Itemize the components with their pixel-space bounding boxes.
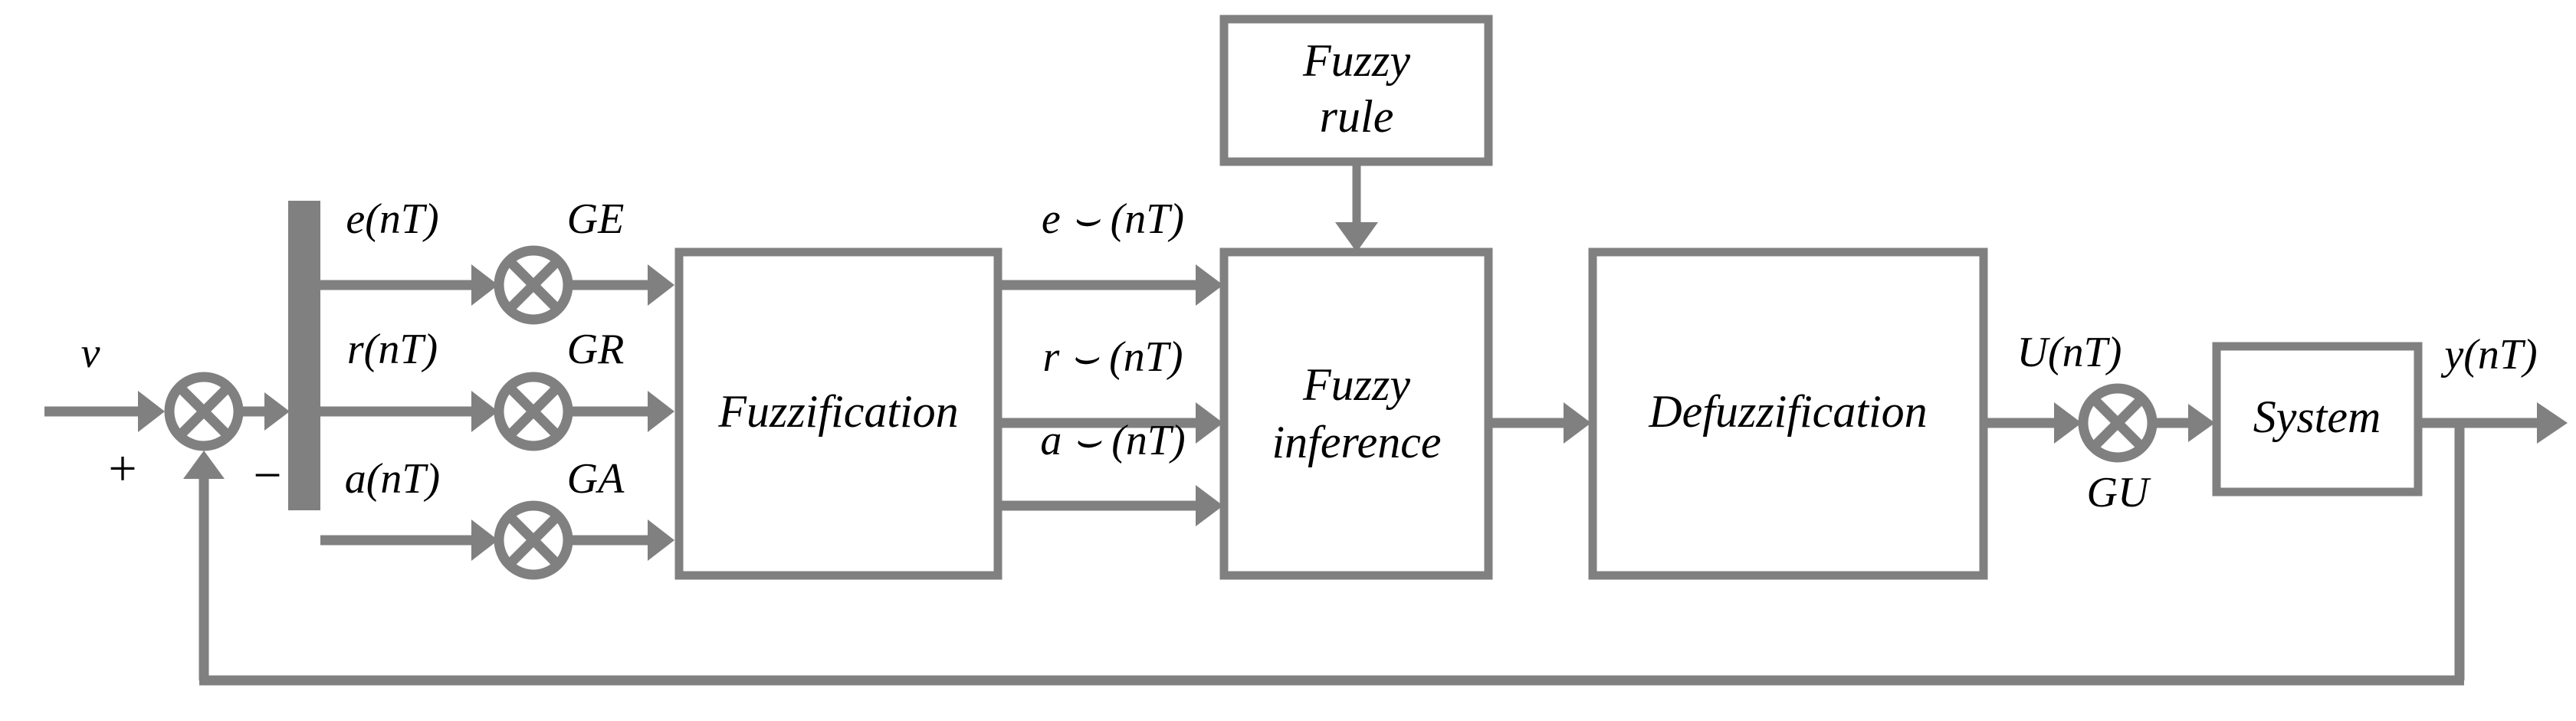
block-fuzzification[interactable] <box>674 247 1003 580</box>
signal-fuzzy-a-label: a ⌣ (nT) <box>1040 417 1185 464</box>
signal-split-bus-bar <box>288 201 320 510</box>
feedback-path-wire <box>199 423 2465 686</box>
row-e-wire-to-ge <box>320 264 498 306</box>
fuzzy-r-wire <box>1002 402 1223 444</box>
system-output-wire <box>2418 402 2568 444</box>
signal-output-y-label: y(nT) <box>2440 331 2537 379</box>
input-signal-v-wire <box>44 391 165 432</box>
gain-ge-multiplier <box>494 245 573 325</box>
feedback-into-sum-arrow <box>183 451 225 680</box>
gu-to-system-wire <box>2154 404 2215 442</box>
signal-fuzzy-e-label: e ⌣ (nT) <box>1042 195 1184 243</box>
signal-a-label: a(nT) <box>345 455 440 503</box>
gr-to-fuzzification-wire <box>569 391 674 432</box>
ge-to-fuzzification-wire <box>569 264 674 306</box>
rule-to-inference-wire <box>1335 162 1378 252</box>
row-r-wire-to-gr <box>320 391 498 432</box>
gain-gr-label: GR <box>567 326 625 373</box>
gain-ga-label: GA <box>567 455 625 503</box>
block-system-label: System <box>2253 392 2381 442</box>
fuzzy-a-wire <box>1002 485 1223 526</box>
summing-minus-sign: − <box>253 447 281 503</box>
summing-plus-sign: + <box>108 441 136 497</box>
inference-to-defuzzification-wire <box>1488 402 1591 444</box>
signal-e-label: e(nT) <box>346 195 438 243</box>
block-system[interactable] <box>2212 342 2423 497</box>
block-defuzzification[interactable] <box>1588 247 1988 580</box>
signal-control-u-label: U(nT) <box>2017 329 2122 376</box>
block-fuzzy-rule-label-line2: rule <box>1320 91 1394 142</box>
sum-to-bus-wire <box>240 392 290 431</box>
fuzzy-e-wire <box>1002 264 1223 306</box>
block-fuzzy-inference-label-line1: Fuzzy <box>1302 359 1410 410</box>
block-fuzzy-inference-label-line2: inference <box>1272 417 1442 467</box>
input-signal-v-label: v <box>81 329 100 377</box>
signal-r-label: r(nT) <box>347 326 438 373</box>
row-a-wire-to-ga <box>320 519 498 561</box>
gain-ge-label: GE <box>567 195 625 243</box>
block-fuzzy-rule-label-line1: Fuzzy <box>1302 35 1410 86</box>
signal-fuzzy-r-label: r ⌣ (nT) <box>1042 333 1183 381</box>
block-defuzzification-label: Defuzzification <box>1648 386 1927 437</box>
summing-junction <box>164 372 244 451</box>
block-fuzzy-inference[interactable] <box>1219 247 1493 580</box>
gain-gu-label: GU <box>2087 469 2151 516</box>
gain-gr-multiplier <box>494 372 573 451</box>
gain-ga-multiplier <box>494 500 573 580</box>
gain-gu-multiplier <box>2078 383 2158 463</box>
block-fuzzification-label: Fuzzification <box>717 386 958 437</box>
ga-to-fuzzification-wire <box>569 519 674 561</box>
defuzzification-to-gu-wire <box>1984 402 2082 444</box>
